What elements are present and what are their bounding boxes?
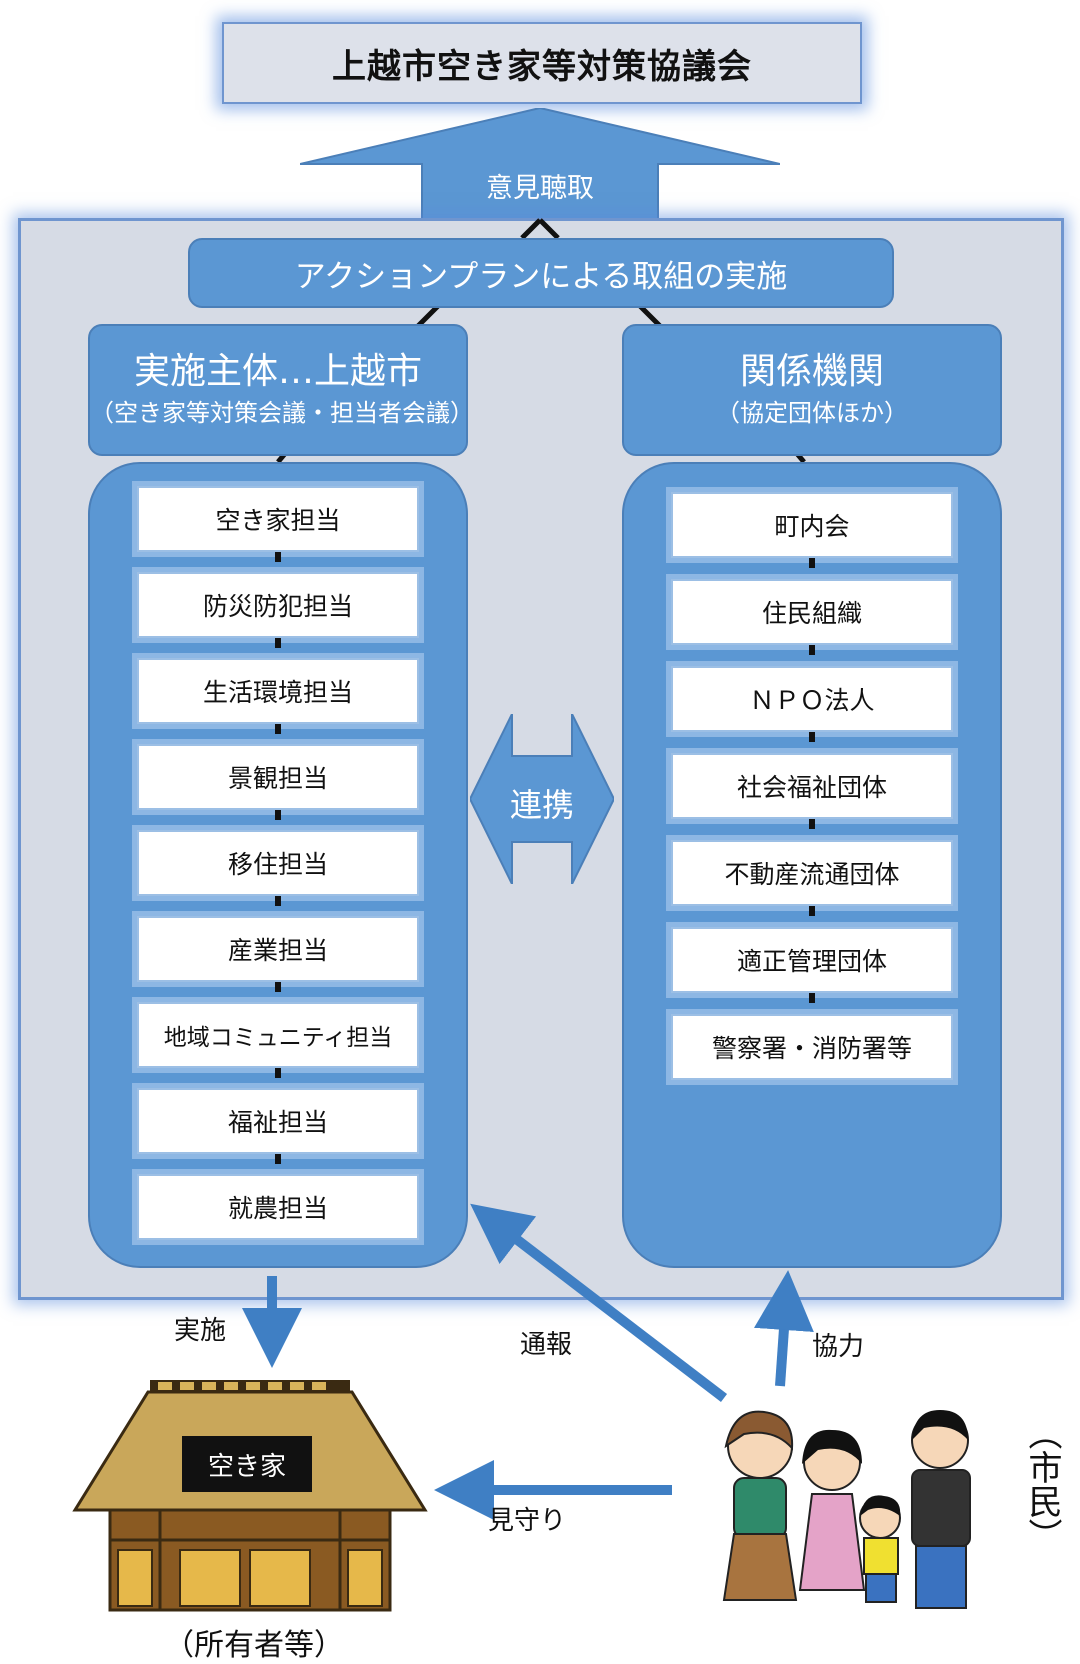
watch-label: 見守り	[488, 1506, 567, 1536]
list-item: 警察署・消防署等	[671, 1014, 953, 1080]
vacant-house-sign: 空き家	[182, 1436, 312, 1492]
list-item: 生活環境担当	[137, 658, 419, 724]
action-plan-banner: アクションプランによる取組の実施	[188, 238, 894, 308]
implementer-title: 実施主体…上越市	[133, 351, 422, 392]
report-label: 通報	[520, 1330, 573, 1360]
list-item: 住民組織	[671, 579, 953, 645]
list-item: 地域コミュニティ担当	[137, 1002, 419, 1068]
implementer-list: 空き家担当 防災防犯担当 生活環境担当 景観担当 移住担当 産業担当 地域コミュ…	[137, 486, 419, 1260]
implement-label: 実施	[174, 1316, 227, 1346]
list-item: 就農担当	[137, 1174, 419, 1240]
related-orgs-header: 関係機関 （協定団体ほか）	[622, 324, 1002, 456]
cooperate-arrow	[753, 1270, 814, 1387]
list-item: 空き家担当	[137, 486, 419, 552]
citizens-label: （市民）	[1022, 1416, 1062, 1552]
related-orgs-title: 関係機関	[739, 351, 884, 392]
citizens-illustration	[722, 1410, 971, 1609]
implementer-header: 実施主体…上越市 （空き家等対策会議・担当者会議）	[88, 324, 474, 456]
up-arrow-icon	[300, 108, 780, 220]
owner-label: （所有者等）	[164, 1628, 344, 1663]
vacant-house-illustration	[72, 1380, 428, 1612]
cooperation-label: 連携	[509, 786, 574, 824]
report-arrow	[470, 1203, 728, 1402]
double-arrow-icon	[470, 714, 614, 884]
cooperate-label: 協力	[812, 1332, 865, 1362]
list-item: 不動産流通団体	[671, 840, 953, 906]
related-orgs-list: 町内会 住民組織 ＮＰＯ法人 社会福祉団体 不動産流通団体 適正管理団体 警察署…	[671, 492, 953, 1101]
hearing-label: 意見聴取	[486, 173, 594, 204]
list-item: 福祉担当	[137, 1088, 419, 1154]
council-title: 上越市空き家等対策協議会	[222, 22, 862, 104]
list-item: ＮＰＯ法人	[671, 666, 953, 732]
list-item: 景観担当	[137, 744, 419, 810]
implementer-subtitle: （空き家等対策会議・担当者会議）	[90, 399, 474, 427]
list-item: 移住担当	[137, 830, 419, 896]
list-item: 社会福祉団体	[671, 753, 953, 819]
list-item: 適正管理団体	[671, 927, 953, 993]
list-item: 町内会	[671, 492, 953, 558]
list-item: 産業担当	[137, 916, 419, 982]
related-orgs-subtitle: （協定団体ほか）	[716, 399, 908, 427]
list-item: 防災防犯担当	[137, 572, 419, 638]
